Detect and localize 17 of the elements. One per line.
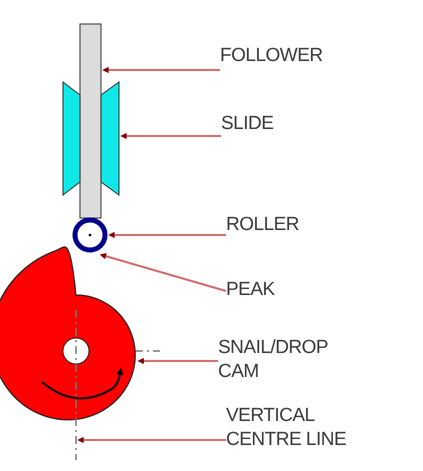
part-label: ROLLER — [226, 213, 346, 237]
part-label: SLIDE — [221, 112, 341, 136]
part-label: SNAIL/DROP CAM — [218, 336, 343, 384]
leader-arrow — [108, 232, 226, 238]
slide-guide — [62, 80, 120, 196]
leader-arrow — [102, 66, 220, 74]
vertical-centre-line — [75, 310, 77, 460]
follower-rod — [79, 23, 102, 219]
snail-cam — [0, 246, 136, 420]
leader-arrow — [137, 358, 218, 364]
leader-arrow — [120, 132, 221, 140]
leader-arrow — [77, 436, 226, 444]
leader-arrow — [100, 253, 226, 292]
part-label: FOLLOWER — [220, 44, 380, 68]
part-label: PEAK — [226, 278, 346, 302]
part-label: VERTICAL CENTRE LINE — [226, 404, 376, 452]
roller-wheel — [72, 218, 108, 252]
